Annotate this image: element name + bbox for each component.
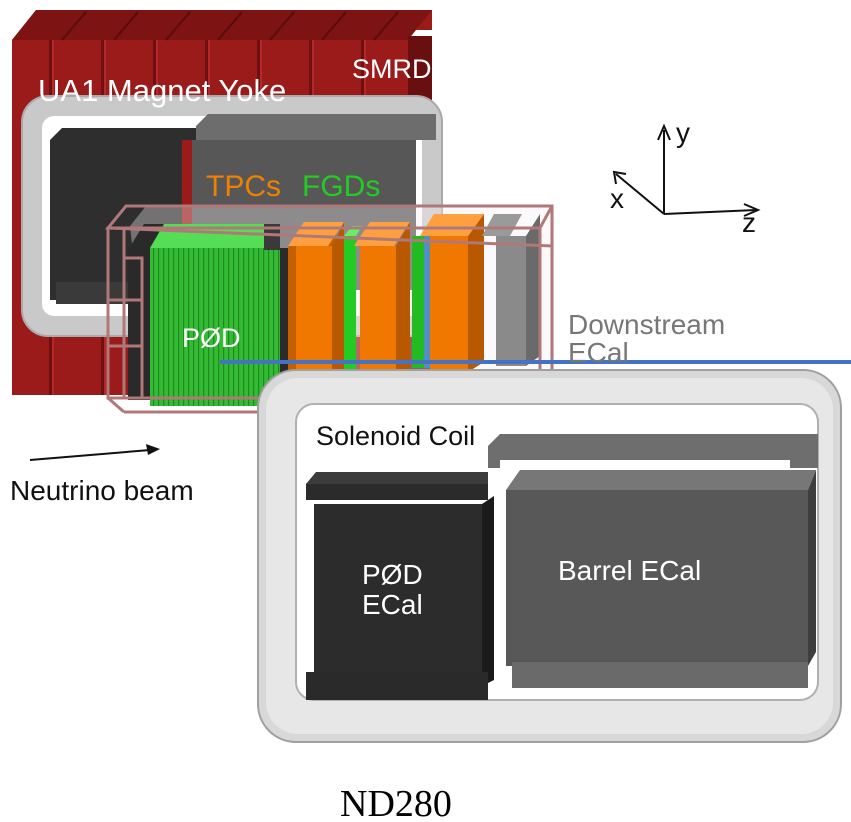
figure-caption: ND280 — [340, 783, 452, 822]
axis-z-label: z — [742, 207, 756, 238]
fgd-2 — [412, 236, 430, 368]
smrd-label: SMRD — [352, 54, 432, 84]
neutrino-beam-arrow — [29, 444, 160, 461]
barrel-ecal-module — [506, 470, 816, 688]
axes-indicator — [612, 123, 761, 217]
barrel-ecal-top — [488, 434, 818, 470]
solenoid-coil-label: Solenoid Coil — [316, 421, 475, 451]
tpc-3 — [420, 214, 484, 372]
downstream-ecal-label-1: Downstream — [568, 309, 725, 340]
downstream-ecal-label-2: ECal — [568, 337, 629, 368]
downstream-ecal — [482, 214, 540, 366]
tpc-2 — [354, 222, 410, 380]
axis-y-label: y — [676, 117, 690, 148]
pod-ecal-module — [306, 472, 494, 700]
pod-label: PØD — [182, 323, 241, 353]
barrel-ecal-label: Barrel ECal — [558, 555, 701, 586]
magnet-yoke-label: UA1 Magnet Yoke — [38, 73, 286, 108]
axis-x-label: x — [610, 183, 624, 214]
neutrino-beam-label: Neutrino beam — [10, 475, 194, 506]
pod-ecal-label-1: PØD — [362, 559, 423, 590]
fgds-label: FGDs — [302, 170, 380, 203]
pod-ecal-label-2: ECal — [362, 589, 423, 620]
pod-module — [128, 224, 296, 406]
tpcs-label: TPCs — [206, 170, 281, 203]
